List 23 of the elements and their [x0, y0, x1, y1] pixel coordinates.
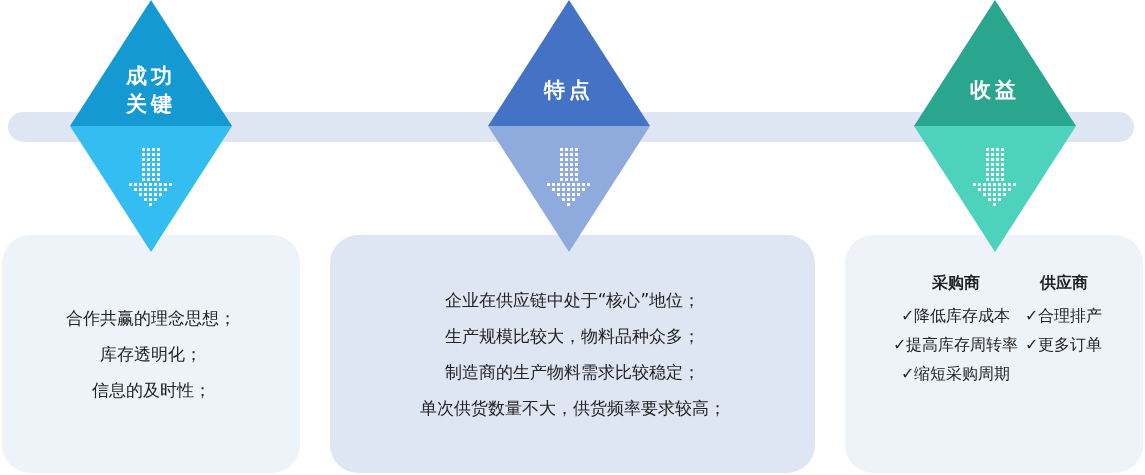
- list-item-text: 制造商的生产物料需求比较稳定；: [445, 361, 700, 383]
- diamond-banner: [914, 0, 1076, 252]
- content-card: [330, 235, 815, 473]
- list-item-text: 单次供货数量不大，供货频率要求较高；: [419, 397, 726, 419]
- content-card: [845, 235, 1143, 473]
- list-item-text: 库存透明化；: [100, 343, 202, 365]
- list-item-text: ✓提高库存周转率: [893, 335, 1019, 356]
- list-item-text: 合作共赢的理念思想；: [66, 307, 236, 329]
- list-item-text: ✓更多订单: [1025, 335, 1103, 356]
- list-item-text: 企业在供应链中处于“核心”地位；: [444, 289, 701, 311]
- heading-text: 收益: [969, 77, 1021, 104]
- column-heading: 采购商: [931, 273, 980, 294]
- content-card: [2, 235, 300, 473]
- list-item-text: ✓合理排产: [1025, 306, 1103, 327]
- diamond-banner: [488, 0, 650, 252]
- list-item-text: 信息的及时性；: [91, 379, 211, 401]
- list-item-text: ✓降低库存成本: [901, 306, 1011, 327]
- heading-text: 成功关键: [125, 63, 177, 118]
- list-item-text: ✓缩短采购周期: [901, 364, 1011, 385]
- list-item-text: 生产规模比较大，物料品种众多；: [445, 325, 700, 347]
- column-heading: 供应商: [1039, 273, 1088, 294]
- diamond-banner: [70, 0, 232, 252]
- heading-text: 特点: [542, 77, 595, 104]
